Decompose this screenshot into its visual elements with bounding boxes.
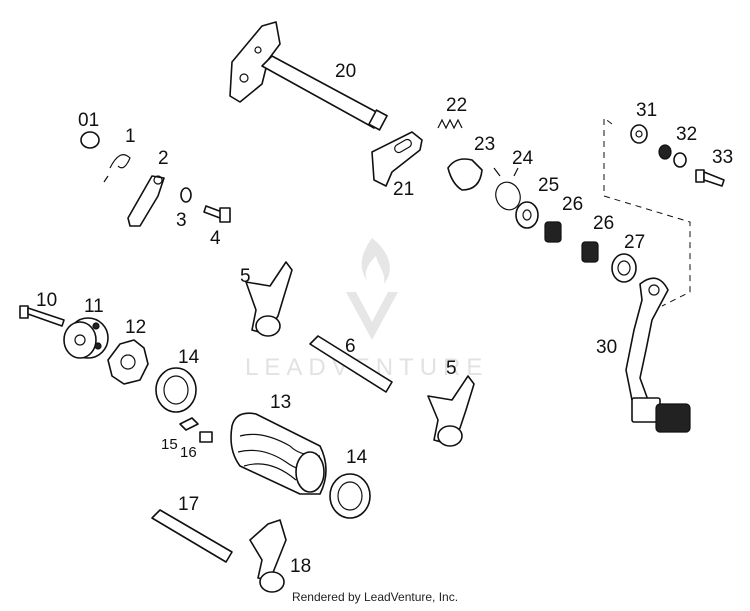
- part-14-bearing-right: [329, 473, 371, 519]
- label-14-right: 14: [346, 447, 368, 468]
- part-13-shift-drum: [230, 412, 327, 495]
- part-22-spring: [437, 118, 463, 130]
- part-30-shift-lever: [625, 277, 691, 433]
- part-12-star-wheel: [107, 339, 149, 385]
- label-20: 20: [335, 61, 356, 82]
- label-30: 30: [596, 337, 617, 358]
- label-15: 15: [161, 436, 178, 453]
- part-16-screw: [199, 431, 213, 443]
- label-26-b: 26: [593, 213, 614, 234]
- part-18-shift-fork: [249, 519, 287, 593]
- label-21: 21: [393, 179, 414, 200]
- part-33-bolt: [695, 169, 725, 187]
- part-11-shift-drum-cam: [63, 317, 109, 359]
- part-01-cap: [80, 131, 100, 149]
- part-27-seal: [611, 253, 637, 283]
- label-10: 10: [36, 290, 57, 311]
- part-26-needle-bearing: [544, 221, 599, 263]
- label-26-a: 26: [562, 194, 583, 215]
- label-5-lower: 5: [446, 358, 457, 379]
- label-01: 01: [78, 110, 99, 131]
- part-15-plate: [179, 417, 199, 431]
- label-32: 32: [676, 124, 697, 145]
- part-21-lever: [371, 131, 423, 187]
- part-2-pawl: [127, 175, 165, 227]
- label-24: 24: [512, 148, 534, 169]
- label-33: 33: [712, 147, 733, 168]
- part-5-shift-fork-upper: [245, 261, 293, 337]
- label-27: 27: [624, 232, 645, 253]
- label-2: 2: [158, 148, 169, 169]
- part-3-washer: [180, 187, 192, 203]
- part-1-spring: [103, 154, 131, 183]
- label-31: 31: [636, 100, 657, 121]
- label-5-upper: 5: [240, 266, 251, 287]
- callout-labels: 01 1 2 3 4 10 11 12 14 15 16 13 14 17 18…: [36, 61, 733, 577]
- label-11: 11: [84, 296, 104, 317]
- label-16: 16: [180, 444, 197, 461]
- label-3: 3: [176, 210, 187, 231]
- label-13: 13: [270, 392, 291, 413]
- dashed-assembly-outline: [603, 117, 691, 307]
- part-31-washer: [630, 124, 648, 144]
- label-6: 6: [345, 336, 356, 357]
- part-14-bearing-left: [155, 367, 197, 413]
- footer-credit: Rendered by LeadVenture, Inc.: [291, 590, 459, 604]
- part-32-washers: [658, 144, 687, 168]
- watermark-v-icon: [346, 292, 398, 340]
- part-10-bolt: [19, 305, 65, 327]
- label-14-left: 14: [178, 347, 200, 368]
- label-18: 18: [290, 556, 311, 577]
- part-23-clip: [447, 158, 483, 191]
- label-1: 1: [125, 126, 136, 147]
- label-12: 12: [125, 317, 146, 338]
- part-5-shift-fork-lower: [427, 375, 475, 447]
- label-23: 23: [474, 134, 495, 155]
- label-17: 17: [178, 494, 199, 515]
- part-17-rod: [151, 509, 233, 563]
- label-22: 22: [446, 95, 467, 116]
- part-6-rod: [309, 335, 393, 393]
- part-4-bolt: [203, 205, 231, 223]
- part-25-washer: [515, 201, 539, 229]
- part-20-shift-shaft: [229, 21, 388, 131]
- watermark-flame-icon: [361, 238, 390, 284]
- label-4: 4: [210, 228, 221, 249]
- label-25: 25: [538, 175, 559, 196]
- part-24-spring-ring: [493, 167, 521, 211]
